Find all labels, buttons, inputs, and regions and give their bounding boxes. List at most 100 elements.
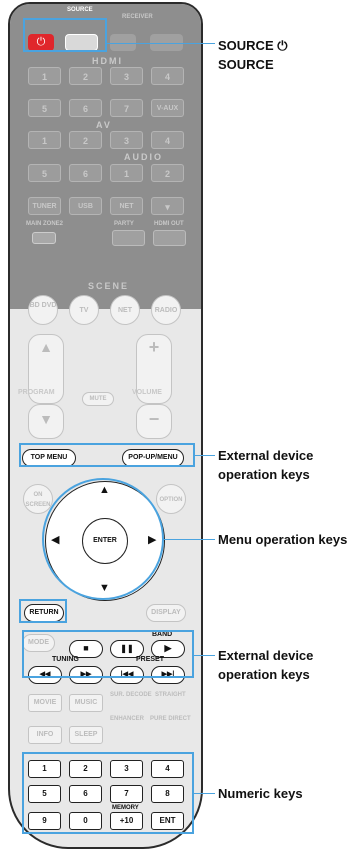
external-top-highlight bbox=[19, 443, 195, 467]
numeric-key[interactable]: 3 bbox=[110, 760, 143, 778]
scene-radio-button[interactable]: RADIO bbox=[151, 295, 181, 325]
numeric-key[interactable]: 0 bbox=[69, 812, 102, 830]
numeric-key[interactable]: 5 bbox=[28, 785, 61, 803]
scene-net-button[interactable]: NET bbox=[110, 295, 140, 325]
numeric-key[interactable]: 6 bbox=[69, 785, 102, 803]
hdmi-key[interactable]: 6 bbox=[69, 99, 102, 117]
stop-icon: ■ bbox=[83, 643, 89, 653]
hdmi-key[interactable]: 2 bbox=[69, 67, 102, 85]
party-button[interactable] bbox=[112, 230, 145, 246]
pause-icon: ❚❚ bbox=[120, 644, 134, 653]
receiver-power-button[interactable] bbox=[110, 34, 136, 51]
sleep-button[interactable]: SLEEP bbox=[69, 726, 103, 744]
hdmi-out-button[interactable] bbox=[153, 230, 186, 246]
hdmi-key[interactable]: 7 bbox=[110, 99, 143, 117]
source-highlight bbox=[23, 18, 107, 52]
volume-label: VOLUME bbox=[132, 389, 162, 396]
on-screen-button[interactable]: ON SCREEN bbox=[23, 484, 53, 514]
hdmi-key[interactable]: 5 bbox=[28, 99, 61, 117]
down-key[interactable]: ▾ bbox=[151, 197, 184, 215]
preset-label: PRESET bbox=[136, 656, 165, 663]
av-key[interactable]: 3 bbox=[110, 131, 143, 149]
party-label: PARTY bbox=[114, 221, 134, 227]
zone-switch[interactable] bbox=[32, 232, 56, 244]
stop-button[interactable]: ■ bbox=[69, 640, 103, 658]
audio-key[interactable]: 1 bbox=[110, 164, 143, 182]
rewind-button[interactable]: ◀◀ bbox=[28, 666, 62, 684]
v-aux-key[interactable]: V-AUX bbox=[151, 99, 184, 117]
menu-highlight bbox=[42, 478, 164, 600]
display-button[interactable]: DISPLAY bbox=[146, 604, 186, 622]
numeric-highlight bbox=[22, 752, 194, 834]
audio-key[interactable]: 2 bbox=[151, 164, 184, 182]
numeric-key[interactable]: 1 bbox=[28, 760, 61, 778]
numeric-leader bbox=[194, 793, 215, 794]
skip-back-icon: |◀◀ bbox=[120, 671, 134, 678]
scene-bd-dvd-button[interactable]: BD DVD bbox=[28, 295, 58, 325]
av-key[interactable]: 5 bbox=[28, 164, 61, 182]
rewind-icon: ◀◀ bbox=[39, 671, 51, 678]
scene-tv-button[interactable]: TV bbox=[69, 295, 99, 325]
tuner-key[interactable]: TUNER bbox=[28, 197, 61, 215]
av-label: AV bbox=[96, 120, 112, 130]
hdmi-key[interactable]: 3 bbox=[110, 67, 143, 85]
program-rocker[interactable]: ▲ bbox=[28, 334, 64, 404]
receiver-label: RECEIVER bbox=[122, 14, 153, 20]
info-button[interactable]: INFO bbox=[28, 726, 62, 744]
memory-label: MEMORY bbox=[112, 805, 139, 811]
receiver-button[interactable] bbox=[150, 34, 183, 51]
zone-label: MAIN ZONE2 bbox=[26, 221, 64, 227]
play-icon: ▶ bbox=[164, 643, 172, 653]
music-button[interactable]: MUSIC bbox=[69, 694, 103, 712]
plus-ten-key[interactable]: +10 bbox=[110, 812, 143, 830]
audio-label: AUDIO bbox=[124, 152, 163, 162]
sur-decode-label: SUR. DECODE bbox=[110, 692, 152, 698]
option-button[interactable]: OPTION bbox=[156, 484, 186, 514]
av-key[interactable]: 6 bbox=[69, 164, 102, 182]
numeric-key[interactable]: 8 bbox=[151, 785, 184, 803]
ent-key[interactable]: ENT bbox=[151, 812, 184, 830]
external-bottom-leader bbox=[194, 655, 215, 656]
external-top-callout: External device operation keys bbox=[218, 448, 314, 482]
av-key[interactable]: 2 bbox=[69, 131, 102, 149]
chevron-down-icon: ▾ bbox=[165, 202, 170, 212]
fast-forward-icon: ▶▶ bbox=[80, 671, 92, 678]
remote-top-section: SOURCE RECEIVER ⏻ HDMI 1 2 3 4 5 6 7 V-A… bbox=[10, 4, 201, 309]
source-power-button[interactable]: ⏻ bbox=[28, 34, 54, 51]
numeric-key[interactable]: 2 bbox=[69, 760, 102, 778]
menu-callout: Menu operation keys bbox=[218, 532, 348, 547]
play-button[interactable]: ▶ bbox=[151, 640, 185, 658]
external-bottom-highlight bbox=[22, 630, 194, 678]
next-button[interactable]: ▶▶| bbox=[151, 666, 185, 684]
net-key[interactable]: NET bbox=[110, 197, 143, 215]
fast-forward-button[interactable]: ▶▶ bbox=[69, 666, 103, 684]
numeric-key[interactable]: 4 bbox=[151, 760, 184, 778]
hdmi-key[interactable]: 1 bbox=[28, 67, 61, 85]
usb-key[interactable]: USB bbox=[69, 197, 102, 215]
mute-button[interactable]: MUTE bbox=[82, 392, 114, 406]
hdmi-label: HDMI bbox=[92, 56, 123, 66]
numeric-callout: Numeric keys bbox=[218, 786, 303, 801]
external-bottom-callout: External device operation keys bbox=[218, 648, 314, 682]
minus-icon: − bbox=[148, 409, 160, 429]
band-label: BAND bbox=[152, 631, 173, 638]
source-callout: SOURCE ⏻ SOURCE bbox=[218, 38, 288, 72]
program-label: PROGRAM bbox=[18, 389, 55, 396]
movie-button[interactable]: MOVIE bbox=[28, 694, 62, 712]
volume-rocker[interactable]: + bbox=[136, 334, 172, 404]
av-key[interactable]: 4 bbox=[151, 131, 184, 149]
plus-icon: + bbox=[148, 337, 160, 357]
tuning-label: TUNING bbox=[52, 656, 79, 663]
external-top-leader bbox=[195, 455, 215, 456]
volume-down[interactable]: − bbox=[136, 404, 172, 439]
numeric-key[interactable]: 9 bbox=[28, 812, 61, 830]
hdmi-out-label: HDMI OUT bbox=[154, 221, 184, 227]
pause-button[interactable]: ❚❚ bbox=[110, 640, 144, 658]
previous-button[interactable]: |◀◀ bbox=[110, 666, 144, 684]
skip-forward-icon: ▶▶| bbox=[161, 671, 175, 678]
numeric-key[interactable]: 7 bbox=[110, 785, 143, 803]
program-down[interactable]: ▼ bbox=[28, 404, 64, 439]
program-up-icon: ▲ bbox=[39, 339, 53, 355]
av-key[interactable]: 1 bbox=[28, 131, 61, 149]
hdmi-key[interactable]: 4 bbox=[151, 67, 184, 85]
